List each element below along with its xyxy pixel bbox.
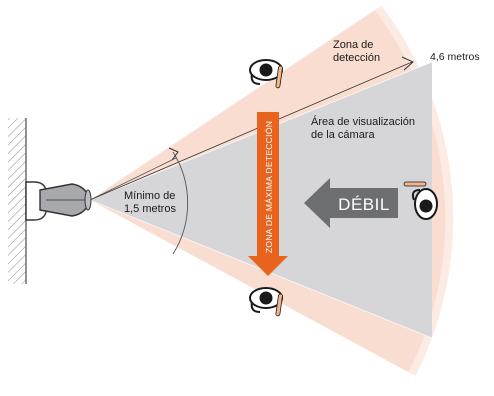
min-range-arc xyxy=(172,151,189,255)
weak-arrow-icon xyxy=(304,178,398,228)
max-range-arrowhead xyxy=(401,56,414,71)
max-detection-zone-label: ZONA DE MÁXIMA DETECCIÓN xyxy=(264,121,274,253)
min-distance-label-line2: 1,5 metros xyxy=(124,203,176,215)
detection-zone-label-line2: detección xyxy=(333,52,380,64)
camera-icon xyxy=(25,181,92,221)
detection-zone-glow xyxy=(374,5,454,376)
weak-signal-label: DÉBIL xyxy=(338,195,390,214)
person-icon-top xyxy=(249,59,283,89)
min-range-pointer xyxy=(89,157,177,201)
min-range-arrowhead xyxy=(168,147,179,161)
camera-area-label-line1: Área de visualización xyxy=(311,115,415,128)
person-icon-right xyxy=(403,181,438,220)
max-detection-arrow-icon xyxy=(248,112,288,276)
person-icon-bottom xyxy=(249,287,283,317)
wall-icon xyxy=(8,118,27,284)
detection-zone-label-line1: Zona de xyxy=(333,39,373,51)
max-range-line xyxy=(89,61,413,201)
camera-area-label-line2: de la cámara xyxy=(311,129,375,141)
min-distance-label-line1: Mínimo de xyxy=(124,190,175,202)
max-distance-label: 4,6 metros xyxy=(430,51,480,63)
